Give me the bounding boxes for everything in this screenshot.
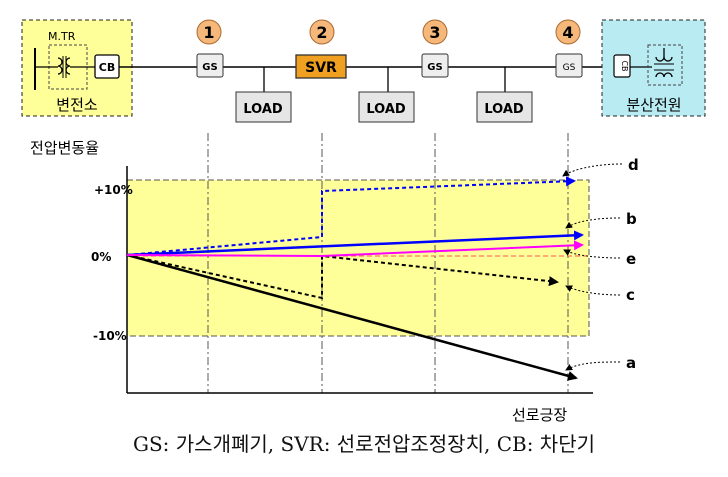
load-1: LOAD (235, 67, 292, 123)
distributed-cb (613, 54, 631, 78)
label-d: d (628, 156, 639, 174)
distributed-cb-label: CB (620, 60, 629, 71)
transformer-icon (35, 56, 95, 78)
distributed-gen-name: 분산전원 (626, 96, 681, 114)
single-line-diagram: M.TR CB 변전소 1 GS 2 SVR 3 GS (21, 19, 706, 123)
device-4-number: 4 (562, 23, 573, 42)
dg-transformer-box (647, 44, 683, 86)
line-c (126, 254, 559, 300)
caption: GS: 가스개폐기, SVR: 선로전압조정장치, CB: 차단기 (133, 432, 595, 456)
y-axis-label: 전압변동율 (30, 139, 99, 157)
device-2-number-badge (309, 19, 335, 45)
device-4-label: GS (563, 63, 576, 73)
device-1-label: GS (202, 62, 217, 73)
callout-d: d (562, 156, 639, 177)
load-1-label: LOAD (243, 102, 283, 117)
line-d (126, 176, 576, 256)
x-axis-label: 선로긍장 (512, 406, 567, 424)
device-3-label: GS (427, 62, 442, 73)
substation-cb-label: CB (99, 61, 115, 74)
load-2: LOAD (358, 67, 415, 123)
y-tick-plus10: +10% (94, 183, 133, 197)
device-1-number: 1 (203, 23, 214, 42)
voltage-graph: 전압변동율 선로긍장 +10% 0% -10% d b e c a (30, 133, 639, 424)
device-2-number: 2 (316, 23, 327, 42)
callout-c: c (565, 285, 635, 304)
device-4-gs (555, 53, 583, 78)
line-e (126, 240, 584, 258)
y-tick-minus10: -10% (93, 329, 127, 343)
device-2-svr (295, 54, 347, 79)
dg-transformer-icon (654, 48, 674, 78)
line-a (126, 253, 578, 381)
callout-b: b (565, 210, 637, 229)
device-1-number-badge (196, 19, 222, 45)
callout-a: a (565, 354, 636, 372)
device-3-gs (421, 53, 449, 78)
load-3-label: LOAD (484, 102, 524, 117)
label-b: b (626, 210, 637, 228)
label-e: e (626, 250, 636, 268)
transformer-label: M.TR (48, 30, 76, 43)
label-a: a (626, 354, 636, 372)
device-4-number-badge (555, 19, 581, 45)
substation-name: 변전소 (56, 96, 98, 114)
load-2-label: LOAD (366, 102, 406, 117)
device-2-label: SVR (305, 60, 337, 76)
y-tick-zero: 0% (91, 250, 111, 264)
callout-e: e (563, 249, 636, 268)
device-1-gs (196, 53, 224, 78)
line-b (126, 230, 584, 257)
allowable-band (126, 179, 590, 337)
label-c: c (626, 286, 635, 304)
device-3-number-badge (422, 19, 448, 45)
load-3: LOAD (476, 67, 533, 123)
device-3-number: 3 (429, 23, 440, 42)
